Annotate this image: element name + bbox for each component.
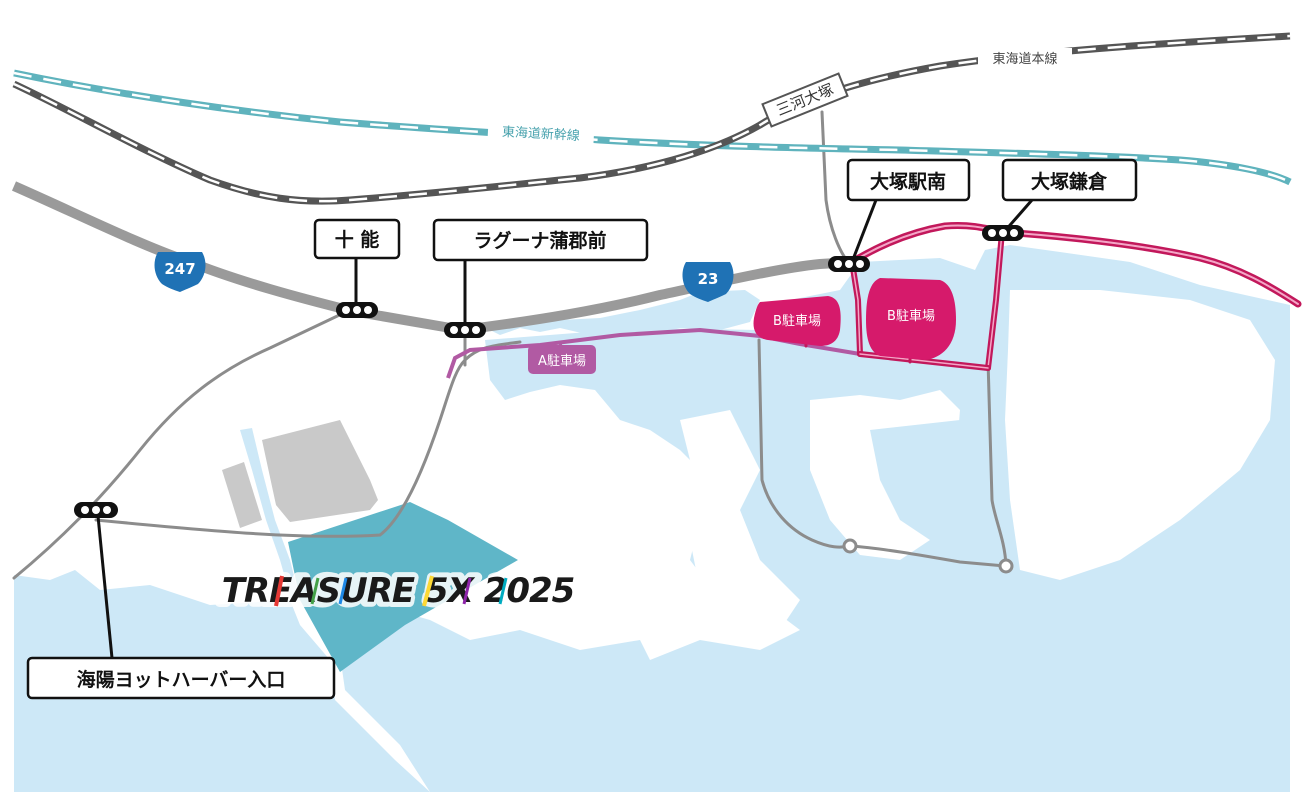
intersection-otsuka-eki-minami-label: 大塚駅南	[870, 170, 946, 193]
parking-b1-marker[interactable]: B駐車場	[753, 296, 841, 346]
facility-blocks	[222, 420, 378, 528]
route-to-parking-b	[803, 222, 1302, 371]
intersection-kano[interactable]: 十 能	[313, 218, 401, 318]
road-end-node	[842, 538, 858, 554]
parking-a-label: A駐車場	[538, 354, 586, 369]
intersection-kaiyo-yacht-label: 海陽ヨットハーバー入口	[77, 668, 286, 691]
intersection-kaiyo-yacht[interactable]: 海陽ヨットハーバー入口	[26, 502, 336, 700]
route-23-number: 23	[698, 270, 719, 288]
intersection-otsuka-kamakura-label: 大塚鎌倉	[1031, 170, 1108, 193]
main-line-label: 東海道本線	[978, 48, 1072, 68]
road-end-node	[998, 558, 1014, 574]
intersection-kano-label: 十 能	[335, 228, 380, 251]
sea-area	[14, 245, 1290, 792]
intersection-laguna-label: ラグーナ蒲郡前	[473, 229, 606, 252]
parking-b2-marker[interactable]: B駐車場	[866, 278, 956, 360]
shinkansen-label: 東海道新幹線	[487, 119, 595, 145]
svg-text:東海道新幹線: 東海道新幹線	[502, 124, 581, 144]
intersection-otsuka-eki-minami[interactable]: 大塚駅南	[828, 158, 971, 272]
shinkansen-line	[13, 69, 1292, 186]
station-mikawa-otsuka[interactable]: 三河大塚	[761, 72, 849, 128]
intersection-otsuka-kamakura[interactable]: 大塚鎌倉	[982, 158, 1138, 241]
svg-text:TREASURE 5X 2025: TREASURE 5X 2025	[214, 571, 583, 611]
venue-logo: TREASURE 5X 2025 TREASURE 5X 2025	[209, 566, 588, 616]
route-247-number: 247	[164, 260, 195, 278]
route-23-shield: 23	[682, 262, 734, 302]
parking-b1-label: B駐車場	[773, 314, 821, 329]
route-247-shield: 247	[154, 252, 206, 292]
intersection-laguna[interactable]: ラグーナ蒲郡前	[432, 218, 649, 338]
parking-b2-label: B駐車場	[887, 309, 935, 324]
svg-text:東海道本線: 東海道本線	[992, 51, 1057, 67]
parking-a-marker[interactable]: A駐車場	[528, 345, 596, 374]
venue-area	[288, 502, 518, 672]
